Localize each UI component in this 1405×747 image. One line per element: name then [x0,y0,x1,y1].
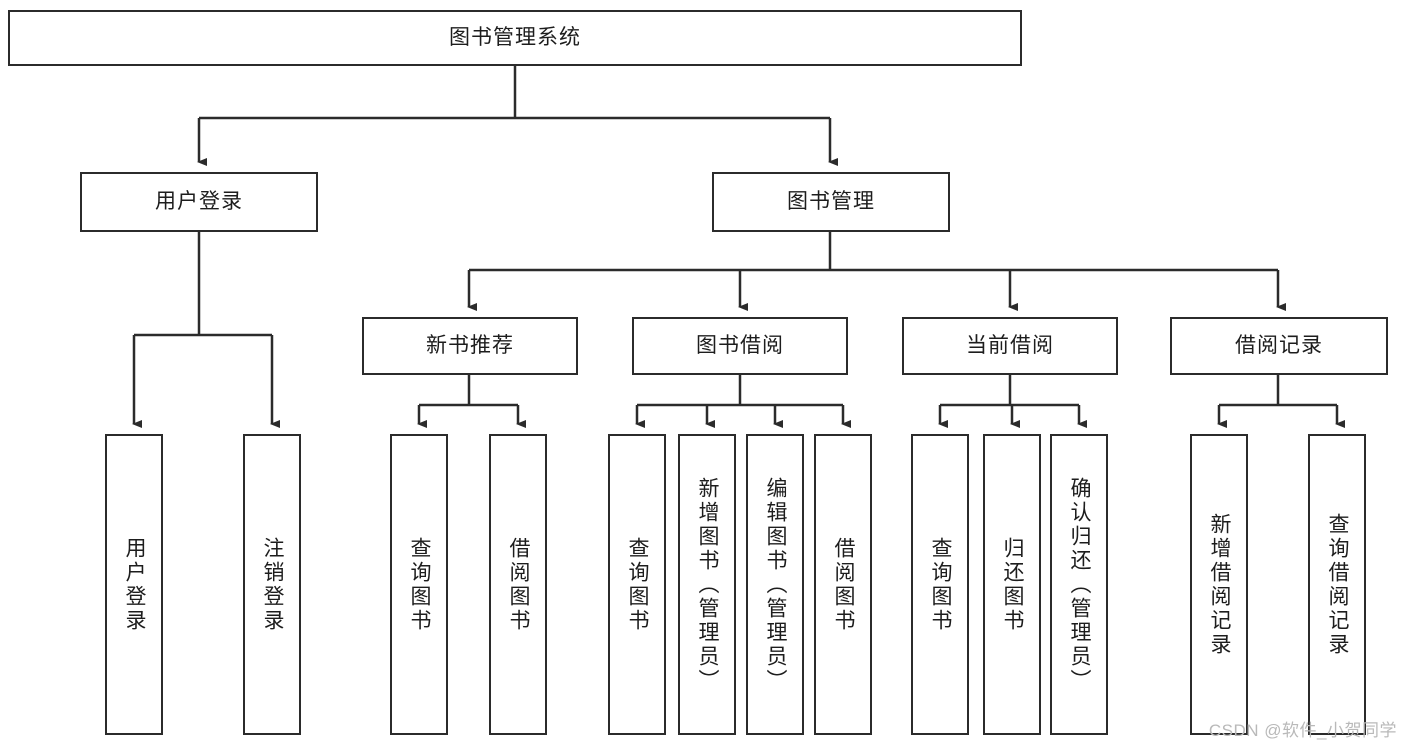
node-new-book-recommend-label: 新书推荐 [426,334,514,358]
node-borrow-record-label: 借阅记录 [1235,334,1323,358]
node-leaf-borrow-book-1[interactable]: 借阅图书 [489,434,547,735]
node-leaf-query-book-1-label: 查询图书 [408,536,432,633]
node-root-label: 图书管理系统 [449,26,581,50]
csdn-watermark: CSDN @软件_小贺同学 [1208,721,1397,740]
node-user-login-label: 用户登录 [155,190,243,214]
node-root[interactable]: 图书管理系统 [8,10,1022,66]
node-leaf-query-book-2-label: 查询图书 [626,536,650,633]
node-leaf-query-record[interactable]: 查询借阅记录 [1308,434,1366,735]
node-book-manage[interactable]: 图书管理 [712,172,950,232]
node-current-borrow-label: 当前借阅 [966,334,1054,358]
node-leaf-return-book-label: 归还图书 [1001,536,1025,633]
node-leaf-return-book[interactable]: 归还图书 [983,434,1041,735]
node-leaf-query-book-3[interactable]: 查询图书 [911,434,969,735]
node-book-manage-label: 图书管理 [787,190,875,214]
node-leaf-query-book-1[interactable]: 查询图书 [390,434,448,735]
node-leaf-add-book-label: 新增图书（管理员） [696,476,720,693]
node-book-borrow[interactable]: 图书借阅 [632,317,848,375]
node-leaf-add-record-label: 新增借阅记录 [1208,512,1232,657]
node-current-borrow[interactable]: 当前借阅 [902,317,1118,375]
node-leaf-query-book-2[interactable]: 查询图书 [608,434,666,735]
node-leaf-query-book-3-label: 查询图书 [929,536,953,633]
node-leaf-logout[interactable]: 注销登录 [243,434,301,735]
node-leaf-edit-book[interactable]: 编辑图书（管理员） [746,434,804,735]
node-leaf-borrow-book-2[interactable]: 借阅图书 [814,434,872,735]
node-leaf-borrow-book-1-label: 借阅图书 [507,536,531,633]
node-leaf-edit-book-label: 编辑图书（管理员） [764,476,788,693]
node-book-borrow-label: 图书借阅 [696,334,784,358]
node-leaf-user-login-label: 用户登录 [123,536,147,633]
node-leaf-add-book[interactable]: 新增图书（管理员） [678,434,736,735]
node-leaf-user-login[interactable]: 用户登录 [105,434,163,735]
node-borrow-record[interactable]: 借阅记录 [1170,317,1388,375]
node-leaf-confirm-return-label: 确认归还（管理员） [1068,476,1092,693]
node-user-login[interactable]: 用户登录 [80,172,318,232]
node-leaf-borrow-book-2-label: 借阅图书 [832,536,856,633]
node-leaf-logout-label: 注销登录 [261,536,285,633]
node-leaf-add-record[interactable]: 新增借阅记录 [1190,434,1248,735]
node-leaf-query-record-label: 查询借阅记录 [1326,512,1350,657]
node-new-book-recommend[interactable]: 新书推荐 [362,317,578,375]
node-leaf-confirm-return[interactable]: 确认归还（管理员） [1050,434,1108,735]
